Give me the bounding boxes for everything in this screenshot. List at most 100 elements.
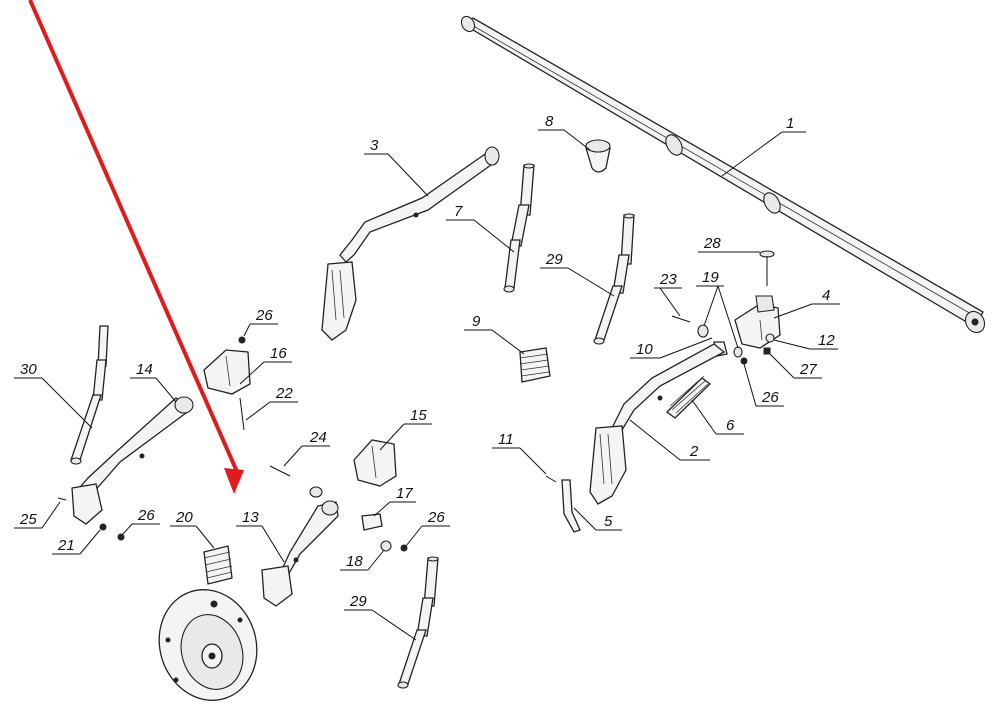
- part-27-nut: [763, 347, 771, 355]
- callout-11: 11: [492, 431, 547, 475]
- part-8-plug: [585, 139, 611, 173]
- svg-text:27: 27: [799, 361, 817, 378]
- part-17-bushing: [361, 513, 383, 531]
- svg-text:4: 4: [822, 287, 830, 304]
- part-26-nut-top: [238, 336, 246, 344]
- callout-1: 1: [721, 115, 806, 177]
- callout-2: 2: [629, 419, 710, 461]
- highlight-arrow: [28, 0, 244, 494]
- callout-12: 12: [773, 332, 838, 350]
- part-12-nut: [765, 333, 775, 343]
- callout-26-mid: 26: [405, 509, 450, 547]
- part-7-post: [503, 163, 535, 293]
- callout-23: 23: [654, 271, 682, 317]
- svg-text:3: 3: [370, 137, 379, 154]
- callout-19: 19: [696, 269, 739, 349]
- part-11-pin: [545, 475, 557, 483]
- svg-text:9: 9: [472, 313, 481, 330]
- callout-25: 25: [14, 501, 61, 529]
- svg-text:22: 22: [275, 385, 293, 402]
- part-2-arm: [589, 343, 726, 505]
- part-29-post-lower: [397, 556, 439, 689]
- callout-15: 15: [379, 407, 432, 451]
- svg-text:20: 20: [175, 509, 193, 526]
- svg-text:26: 26: [255, 307, 273, 324]
- callout-20: 20: [170, 509, 215, 549]
- part-6-spring: [666, 375, 711, 419]
- part-30-post: [70, 325, 109, 465]
- svg-text:29: 29: [545, 251, 563, 268]
- part-15-bracket: [353, 439, 397, 487]
- svg-text:12: 12: [818, 332, 835, 349]
- svg-text:15: 15: [410, 407, 427, 424]
- part-3-arm: [321, 146, 500, 341]
- callout-24: 24: [283, 429, 330, 467]
- svg-text:28: 28: [703, 235, 721, 252]
- part-5-hook: [561, 479, 581, 533]
- callout-13: 13: [236, 509, 285, 563]
- callout-10: 10: [630, 337, 713, 359]
- svg-text:1: 1: [786, 115, 794, 132]
- callout-5: 5: [573, 507, 622, 531]
- callout-27: 27: [769, 353, 822, 379]
- disc-wheel: [158, 589, 258, 701]
- svg-text:14: 14: [136, 361, 153, 378]
- callout-4: 4: [773, 287, 840, 319]
- svg-text:30: 30: [20, 361, 37, 378]
- part-14-arm: [71, 396, 194, 525]
- svg-text:11: 11: [498, 431, 514, 448]
- part-28-bolt: [759, 250, 775, 286]
- callout-16: 16: [239, 345, 292, 385]
- svg-text:24: 24: [309, 429, 327, 446]
- part-29-post-upper: [593, 213, 635, 345]
- svg-text:18: 18: [346, 553, 363, 570]
- svg-text:8: 8: [545, 113, 554, 130]
- part-16-bracket: [203, 349, 251, 395]
- svg-text:23: 23: [659, 271, 677, 288]
- callout-6: 6: [691, 399, 744, 435]
- callout-26-right: 26: [743, 363, 784, 407]
- callout-18: 18: [340, 549, 385, 571]
- callout-17: 17: [373, 485, 416, 517]
- part-20-spring: [203, 545, 233, 585]
- svg-text:19: 19: [702, 269, 719, 286]
- part-21-pin: [99, 523, 107, 531]
- callout-14: 14: [130, 361, 177, 403]
- part-19-washers: [697, 324, 743, 358]
- part-26-nut-left: [117, 533, 125, 541]
- svg-text:21: 21: [57, 537, 75, 554]
- part-26-nut-mid: [400, 544, 408, 552]
- svg-text:6: 6: [726, 417, 735, 434]
- part-24-pin: [269, 465, 291, 477]
- svg-text:5: 5: [604, 513, 613, 530]
- part-25-pin: [57, 497, 67, 501]
- callout-7: 7: [446, 203, 515, 253]
- svg-text:26: 26: [137, 507, 155, 524]
- svg-text:13: 13: [242, 509, 259, 526]
- callout-26-left: 26: [122, 507, 160, 535]
- part-18-washer: [380, 540, 392, 552]
- svg-text:26: 26: [761, 389, 779, 406]
- svg-text:10: 10: [636, 341, 653, 358]
- part-23-pin: [671, 315, 691, 323]
- part-13-arm: [261, 486, 339, 607]
- svg-text:17: 17: [396, 485, 413, 502]
- callout-3: 3: [364, 137, 429, 197]
- callout-21: 21: [52, 529, 101, 555]
- svg-text:29: 29: [349, 593, 367, 610]
- svg-text:16: 16: [270, 345, 287, 362]
- svg-text:7: 7: [454, 203, 463, 220]
- callout-29-lower: 29: [344, 593, 417, 641]
- svg-text:26: 26: [427, 509, 445, 526]
- callout-30: 30: [14, 361, 93, 429]
- svg-text:2: 2: [689, 443, 699, 460]
- svg-text:25: 25: [19, 511, 37, 528]
- callout-29-upper: 29: [540, 251, 615, 297]
- part-26-nut-right: [740, 357, 748, 365]
- callout-28: 28: [698, 235, 760, 253]
- callout-8: 8: [538, 113, 591, 151]
- part-9-spring: [519, 347, 551, 383]
- callout-22: 22: [245, 385, 298, 421]
